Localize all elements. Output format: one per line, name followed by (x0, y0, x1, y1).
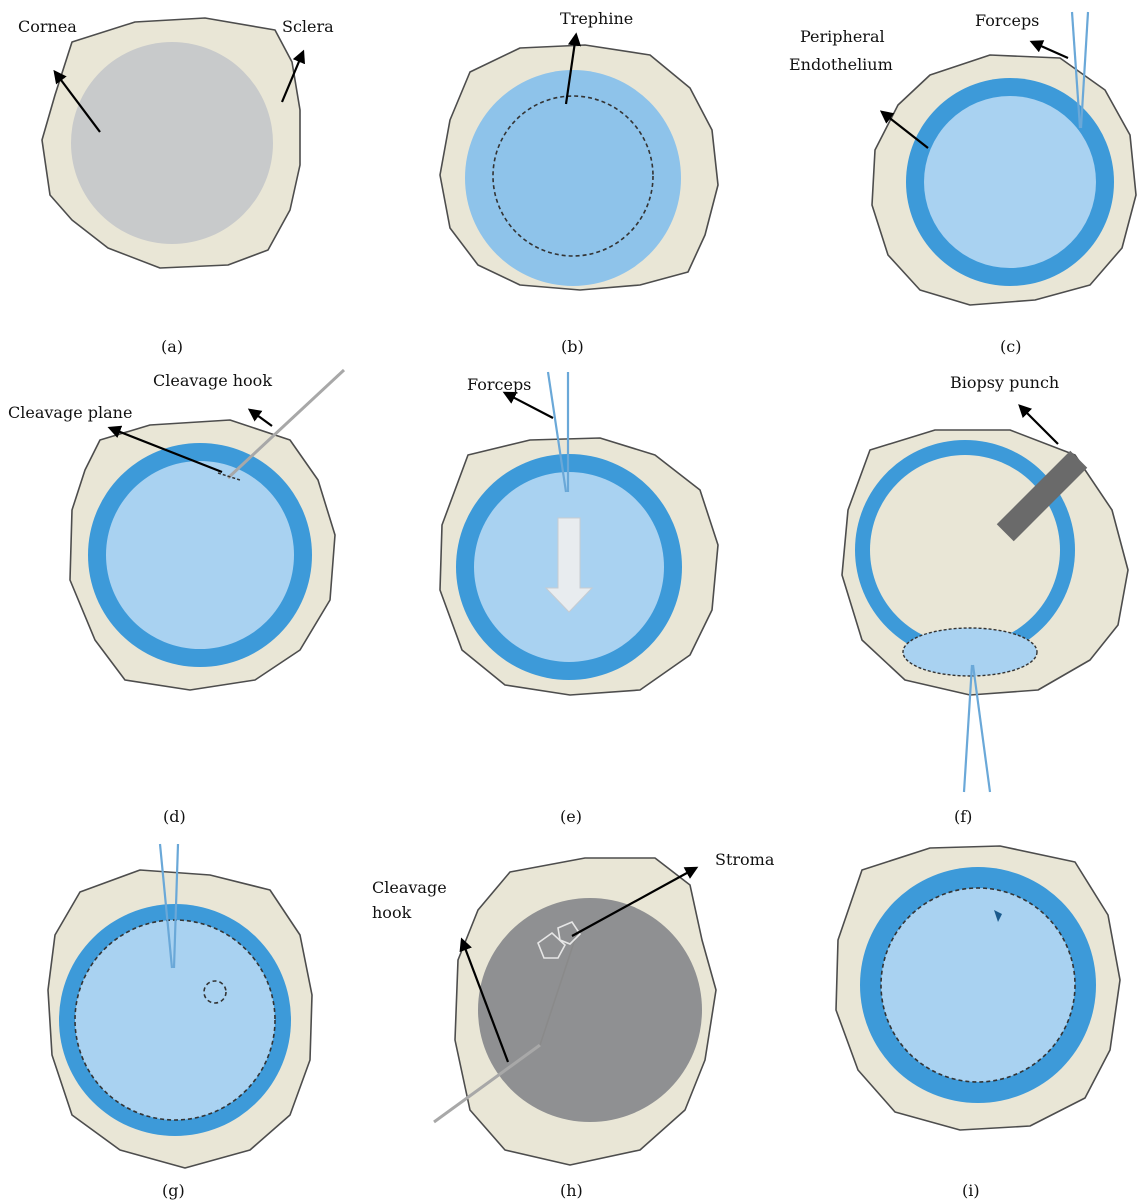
cleavage-plane-label: Cleavage plane (8, 403, 132, 422)
panel-c: Forceps Peripheral Endothelium (c) (789, 11, 1136, 356)
inner-cornea (881, 888, 1075, 1082)
caption-g: (g) (162, 1181, 185, 1200)
caption-b: (b) (561, 337, 584, 356)
cornea-disc (465, 70, 681, 286)
caption-h: (h) (560, 1181, 583, 1200)
inner-cornea (106, 461, 294, 649)
cornea-disc (71, 42, 273, 244)
forceps-label: Forceps (975, 11, 1039, 30)
forceps-arrow (505, 393, 553, 418)
panel-d: Cleavage hook Cleavage plane (d) (8, 370, 344, 826)
caption-f: (f) (954, 807, 972, 826)
panel-g: (g) (48, 844, 312, 1200)
peeled-flap (903, 628, 1037, 676)
panel-i: (i) (836, 846, 1120, 1200)
caption-e: (e) (560, 807, 582, 826)
sclera-label: Sclera (282, 17, 334, 36)
caption-d: (d) (163, 807, 186, 826)
hook-label: hook (372, 903, 412, 922)
bare-stroma (870, 455, 1060, 645)
cornea-label: Cornea (18, 17, 77, 36)
inner-cornea (924, 96, 1096, 268)
panel-a: Cornea Sclera (a) (18, 17, 334, 356)
cleavage-hook-arrow (250, 410, 272, 426)
forceps-label: Forceps (467, 375, 531, 394)
caption-c: (c) (1000, 337, 1021, 356)
cleavage-label: Cleavage (372, 878, 447, 897)
stroma-label: Stroma (715, 850, 775, 869)
caption-a: (a) (161, 337, 183, 356)
panel-h: Stroma Cleavage hook (h) (372, 850, 775, 1200)
panel-e: Forceps (e) (440, 372, 718, 826)
trephine-label: Trephine (560, 9, 633, 28)
panel-b: Trephine (b) (440, 9, 718, 356)
cleavage-hook-label: Cleavage hook (153, 371, 272, 390)
stroma-disc (478, 898, 702, 1122)
caption-i: (i) (962, 1181, 980, 1200)
peripheral-label: Peripheral (800, 27, 885, 46)
panel-f: Biopsy punch (f) (842, 373, 1128, 826)
forceps-arrow (1032, 42, 1068, 58)
endothelium-label: Endothelium (789, 55, 893, 74)
biopsy-punch-label: Biopsy punch (950, 373, 1059, 392)
